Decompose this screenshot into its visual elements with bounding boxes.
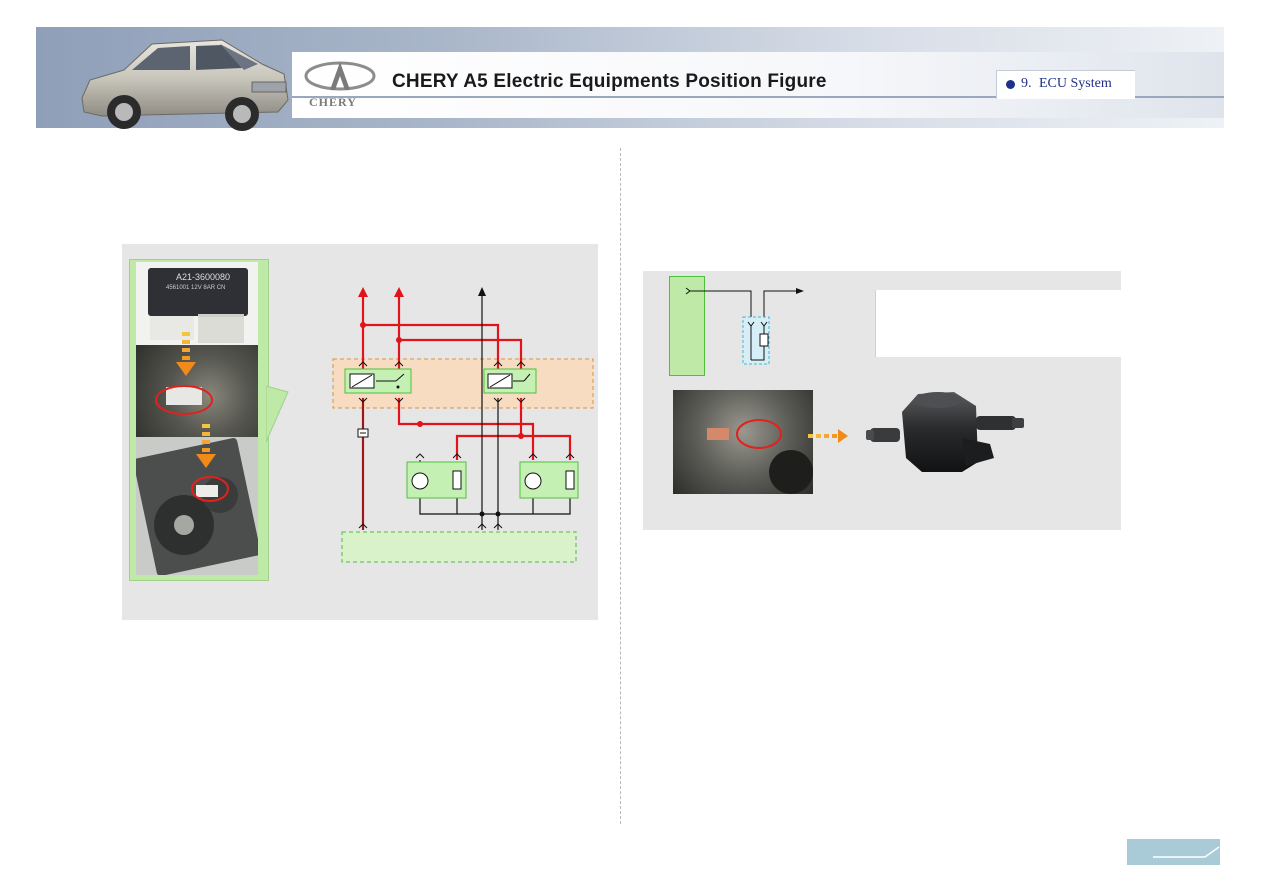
section-tab [996,70,1135,99]
section-bullet [1006,80,1015,89]
valve-circuit-diagram [680,280,810,375]
relay-symbol-icon [344,368,412,394]
page-divider [620,148,621,824]
section-name: ECU System [1039,76,1112,91]
section-number: 9. [1021,76,1032,91]
note-box [875,290,1122,357]
fan-relay-photo-icon: A21-3600080 4561001 12V 8AR CN [136,262,258,345]
fuse-symbol-icon [357,428,369,438]
page-title: CHERY A5 Electric Equipments Position Fi… [392,71,827,92]
chery-logo-icon [302,60,382,108]
arrow-icon [808,429,850,448]
callout-pointer [265,385,290,451]
page-corner-tab [1127,839,1220,865]
section-label: 9. ECU System [1021,76,1112,92]
relay-symbol-icon [483,368,537,394]
motor-symbol-icon [519,461,579,499]
valve-location-photo [673,390,813,494]
relay-location-photo [136,345,258,437]
motor-symbol-icon [406,461,467,499]
arrow-icon [196,424,216,477]
canister-valve-photo-icon [866,388,1030,479]
relay-part-number: A21-3600080 [176,272,231,282]
car-photo-icon [72,30,294,132]
fan-circuit-diagram [320,282,600,577]
header-underline [292,96,1224,98]
fan-assembly-photo-icon [136,437,258,575]
logo-text: CHERY [309,95,357,109]
arrow-icon [176,332,196,385]
relay-rating: 4561001 12V 8AR CN [166,285,226,291]
